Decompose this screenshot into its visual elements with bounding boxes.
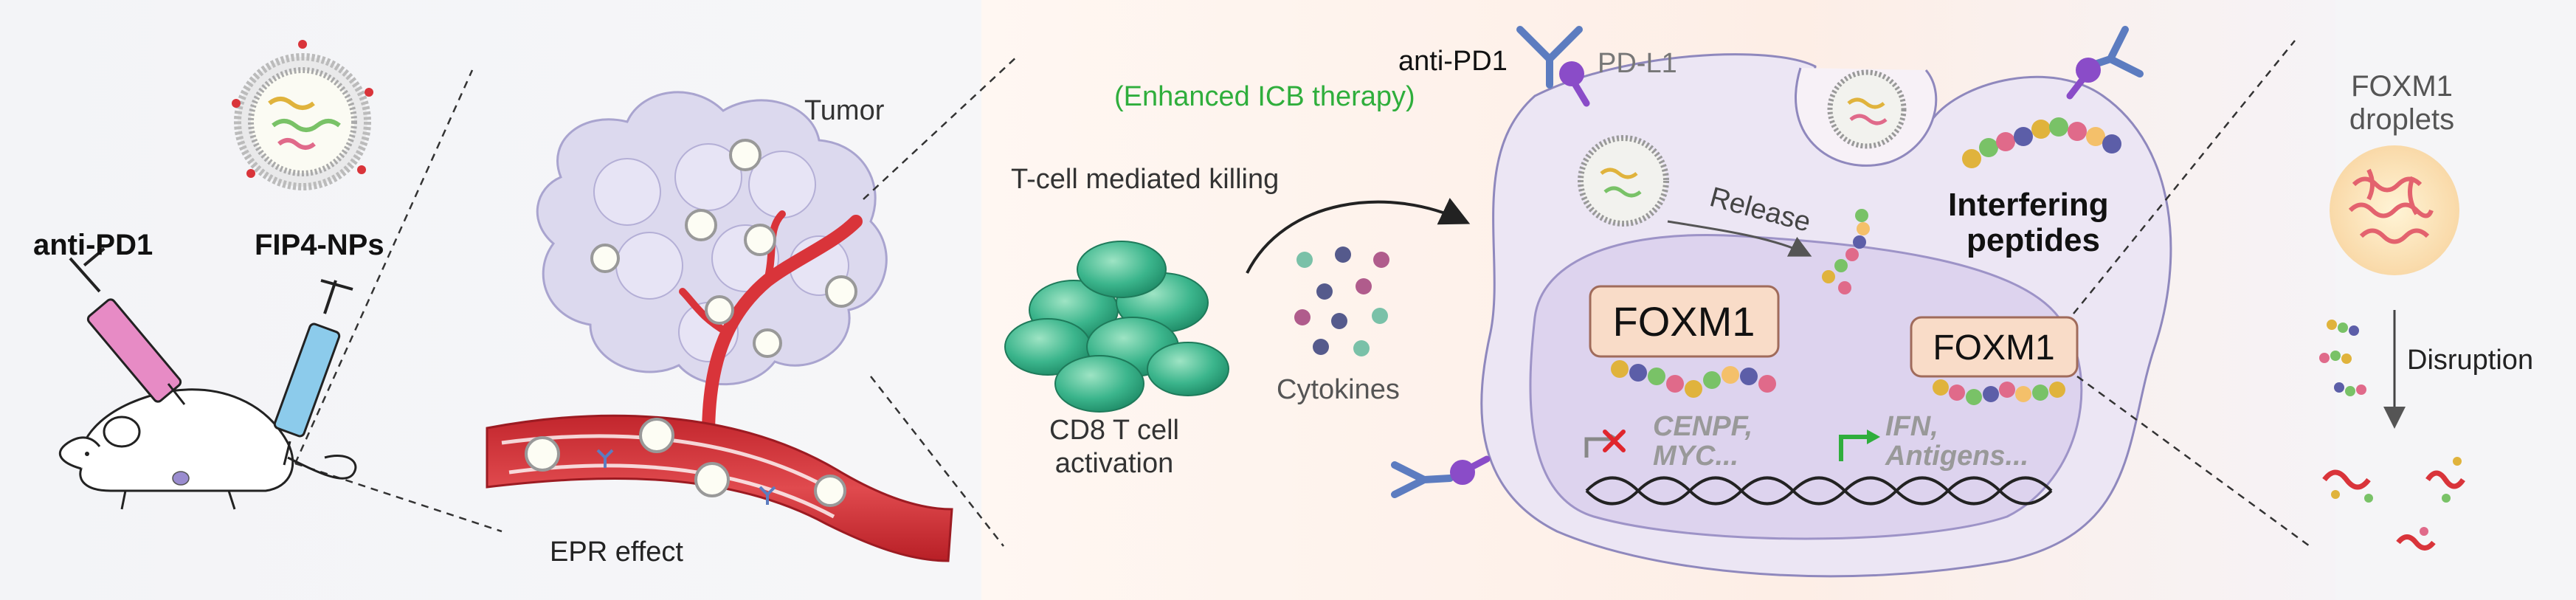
- label-foxm1-main: FOXM1: [1613, 298, 1755, 345]
- antibody-pdl1-top-right: [2066, 26, 2144, 100]
- label-cd8-line1: CD8 T cell: [1049, 415, 1179, 446]
- label-interfering-line2: peptides: [1966, 222, 2100, 258]
- foxm1-box-main: FOXM1: [1589, 285, 1780, 358]
- cytokine-dots: [1294, 246, 1389, 356]
- label-disruption: Disruption: [2407, 345, 2533, 376]
- label-anti-pd1-middle: anti-PD1: [1398, 46, 1508, 77]
- cd8-t-cell-cluster: [1004, 241, 1229, 413]
- peptide-chain-released: [1822, 209, 1870, 294]
- anti-pd1-syringe: [69, 247, 186, 405]
- antibody-pdl1-top-left: [1516, 26, 1590, 107]
- label-t-cell-killing: T-cell mediated killing: [1011, 164, 1279, 195]
- label-pd-l1: PD-L1: [1598, 48, 1677, 79]
- blood-vessel: [486, 414, 953, 562]
- label-interfering-line1: Interfering: [1948, 187, 2109, 223]
- label-activated-genes-1: IFN,: [1885, 411, 1938, 442]
- antibody-pdl1-bottom-left: [1391, 455, 1491, 498]
- label-repressed-genes-2: MYC...: [1653, 441, 1738, 472]
- label-foxm1-droplets-2: droplets: [2349, 103, 2454, 136]
- repression-mark: [1584, 430, 1626, 458]
- tumor-cluster: [536, 91, 888, 442]
- label-fip4-nps: FIP4-NPs: [255, 229, 384, 261]
- mouse-illustration: [58, 388, 357, 510]
- label-epr-effect: EPR effect: [550, 537, 683, 568]
- nanoparticle-in-cell: [1578, 135, 1669, 227]
- peptide-chain-top: [1962, 117, 2121, 168]
- label-repressed-genes-1: CENPF,: [1653, 411, 1753, 442]
- label-foxm1-second: FOXM1: [1933, 328, 2054, 368]
- label-enhanced-icb-therapy: (Enhanced ICB therapy): [1114, 81, 1415, 112]
- foxm1-box-second: FOXM1: [1910, 316, 2079, 378]
- peptide-chain-foxm1-second: [1933, 379, 2065, 405]
- left-panel: anti-PD1 FIP4-NPs: [33, 40, 1019, 568]
- fip4-nps-syringe: [273, 279, 353, 466]
- label-cd8-line2: activation: [1055, 448, 1174, 479]
- zoom-dashed-line: [2073, 40, 2296, 314]
- label-anti-pd1-left: anti-PD1: [33, 229, 153, 261]
- label-cytokines: Cytokines: [1277, 374, 1400, 405]
- dna-helix: [1585, 476, 2053, 506]
- activation-arrow: [1839, 430, 1880, 461]
- peptide-chain-foxm1-main: [1611, 360, 1776, 398]
- label-tumor: Tumor: [804, 95, 885, 126]
- zoom-dashed-line: [294, 462, 503, 533]
- panel-separator: [863, 55, 1019, 200]
- zoom-dashed-line: [294, 69, 474, 464]
- panel-separator: [870, 376, 1004, 547]
- middle-panel: anti-PD1 (Enhanced ICB therapy) T-cell m…: [1004, 26, 2310, 578]
- nanoparticle-in-pocket: [1827, 69, 1907, 149]
- foxm1-droplet: [2330, 145, 2459, 275]
- right-panel-background: [2335, 0, 2576, 600]
- zoom-dashed-line: [2076, 375, 2310, 548]
- release-arrow: [1667, 220, 1812, 257]
- label-foxm1-droplets-1: FOXM1: [2351, 70, 2453, 103]
- killing-arrow: [1246, 198, 1471, 274]
- label-activated-genes-2: Antigens...: [1885, 441, 2028, 472]
- nanoparticle-icon: [232, 40, 373, 190]
- disrupted-fragments: [2322, 457, 2465, 551]
- peptides-near-droplet: [2319, 320, 2366, 396]
- right-panel: FOXM1 droplets Disruption: [2319, 70, 2533, 551]
